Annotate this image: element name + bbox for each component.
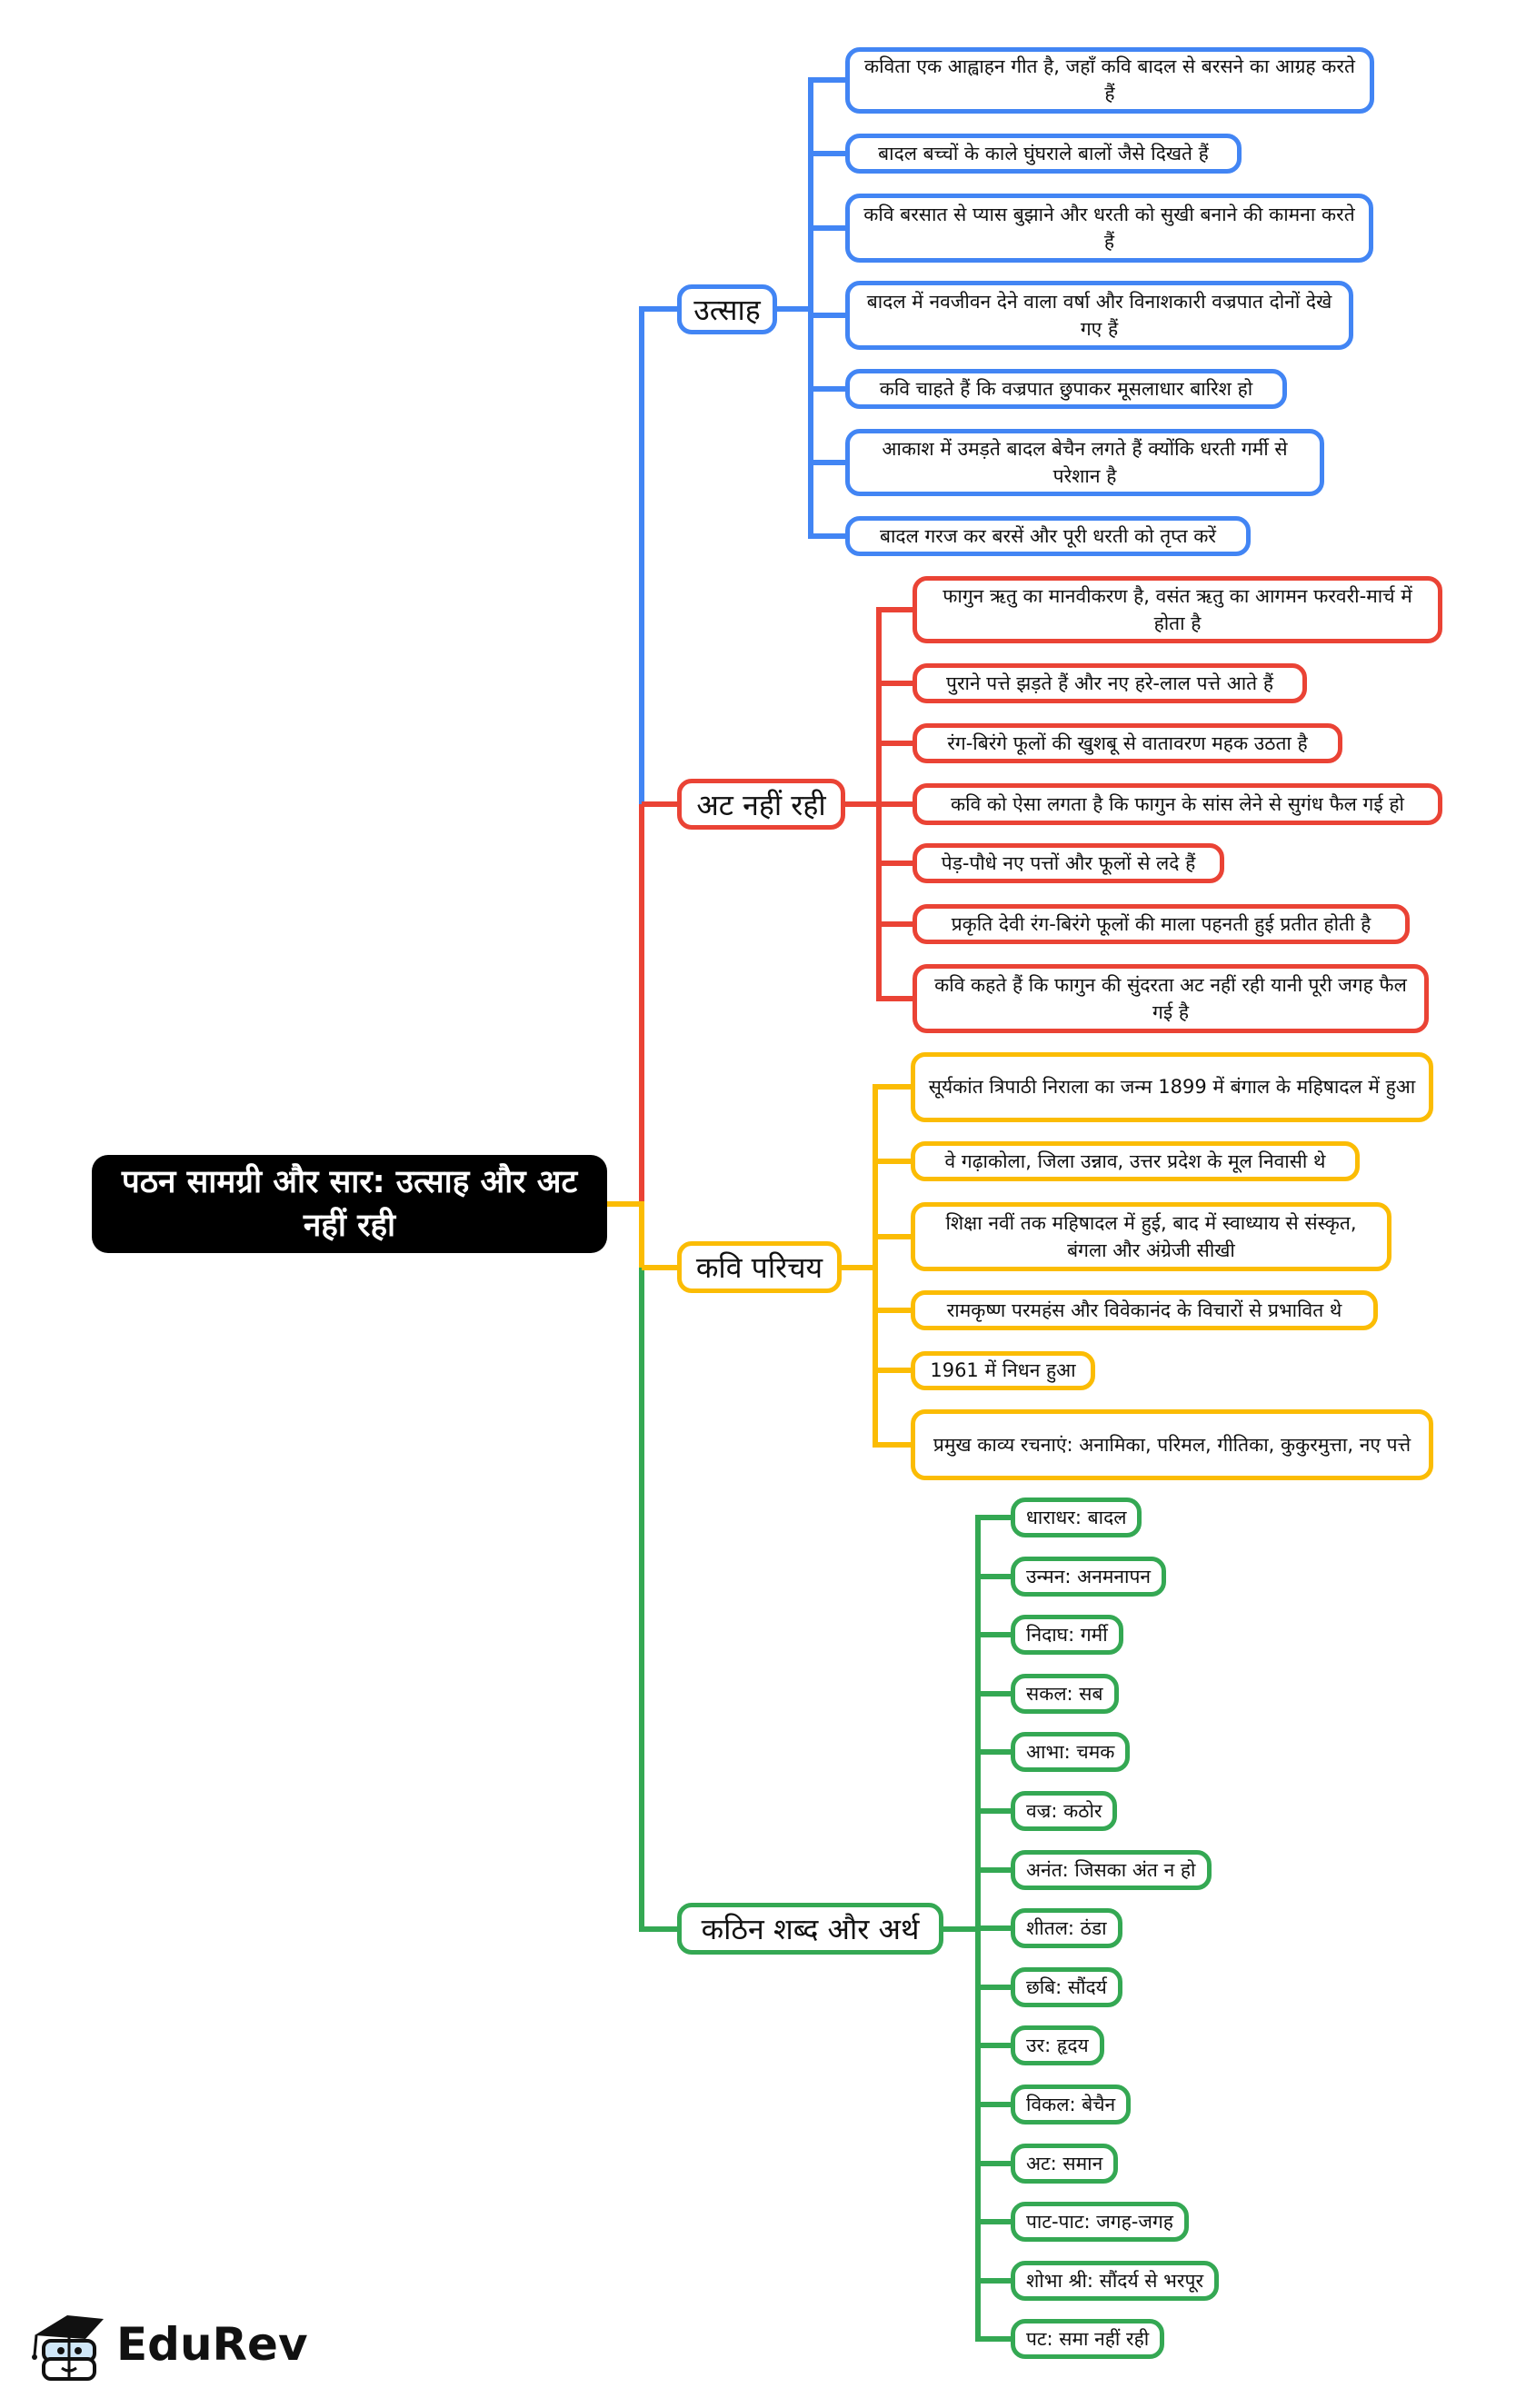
leaf-node: पुराने पत्ते झड़ते हैं और नए हरे-लाल पत्… <box>913 663 1307 703</box>
leaf-node: आकाश में उमड़ते बादल बेचैन लगते हैं क्यो… <box>845 429 1324 496</box>
leaf-text: कवि को ऐसा लगता है कि फागुन के सांस लेने… <box>951 793 1404 815</box>
leaf-text: शिक्षा नवीं तक महिषादल में हुई, बाद में … <box>945 1212 1357 1261</box>
root-node: पठन सामग्री और सार: उत्साह और अट नहीं रह… <box>92 1155 607 1253</box>
leaf-node: शोभा श्री: सौंदर्य से भरपूर <box>1011 2261 1220 2301</box>
leaf-text: बादल बच्चों के काले घुंघराले बालों जैसे … <box>878 143 1209 164</box>
leaf-node: 1961 में निधन हुआ <box>911 1350 1095 1390</box>
leaf-node: रंग-बिरंगे फूलों की खुशबू से वातावरण महक… <box>913 723 1342 763</box>
branch-node-at-nahi-rahi: अट नहीं रही <box>677 779 845 830</box>
leaf-node: वज्र: कठोर <box>1011 1791 1118 1831</box>
leaf-node: अट: समान <box>1011 2144 1119 2184</box>
branch-label: उत्साह <box>693 293 761 327</box>
leaf-node: वे गढ़ाकोला, जिला उन्नाव, उत्तर प्रदेश क… <box>911 1141 1360 1181</box>
leaf-text: कवि कहते हैं कि फागुन की सुंदरता अट नहीं… <box>934 974 1407 1023</box>
leaf-text: सकल: सब <box>1026 1683 1103 1705</box>
leaf-text: उर: हृदय <box>1026 2035 1089 2056</box>
leaf-node: आभा: चमक <box>1011 1732 1131 1772</box>
root-title: पठन सामग्री और सार: उत्साह और अट नहीं रह… <box>121 1164 578 1244</box>
branch-node-kathin-shabd: कठिन शब्द और अर्थ <box>677 1903 943 1955</box>
branch-label: कवि परिचय <box>695 1250 823 1285</box>
branch-node-utsah: उत्साह <box>677 284 777 334</box>
leaf-text: रामकृष्ण परमहंस और विवेकानंद के विचारों … <box>946 1299 1342 1321</box>
leaf-text: आभा: चमक <box>1026 1741 1115 1763</box>
leaf-node: विकल: बेचैन <box>1011 2085 1132 2124</box>
leaf-text: पुराने पत्ते झड़ते हैं और नए हरे-लाल पत्… <box>946 672 1273 694</box>
leaf-text: शोभा श्री: सौंदर्य से भरपूर <box>1026 2270 1204 2292</box>
leaf-text: कवि बरसात से प्यास बुझाने और धरती को सुख… <box>863 204 1355 253</box>
leaf-node: अनंत: जिसका अंत न हो <box>1011 1850 1212 1890</box>
branch-label: कठिन शब्द और अर्थ <box>701 1912 920 1946</box>
leaf-text: वज्र: कठोर <box>1026 1800 1102 1822</box>
leaf-text: विकल: बेचैन <box>1026 2094 1116 2115</box>
leaf-text: फागुन ऋतु का मानवीकरण है, वसंत ऋतु का आग… <box>943 585 1412 634</box>
branch-label: अट नहीं रही <box>696 787 826 822</box>
leaf-node: कविता एक आह्वाहन गीत है, जहाँ कवि बादल स… <box>845 46 1374 114</box>
leaf-node: कवि बरसात से प्यास बुझाने और धरती को सुख… <box>845 194 1373 263</box>
leaf-text: शीतल: ठंडा <box>1026 1917 1107 1939</box>
leaf-text: छबि: सौंदर्य <box>1026 1976 1107 1998</box>
leaf-node: प्रमुख काव्य रचनाएं: अनामिका, परिमल, गीत… <box>911 1409 1433 1480</box>
leaf-text: पेड़-पौधे नए पत्तों और फूलों से लदे हैं <box>941 852 1196 874</box>
leaf-text: कविता एक आह्वाहन गीत है, जहाँ कवि बादल स… <box>864 55 1355 104</box>
leaf-text: निदाघ: गर्मी <box>1026 1624 1108 1646</box>
edurev-mascot-icon <box>32 2315 104 2381</box>
leaf-text: पट: समा नहीं रही <box>1026 2328 1150 2350</box>
leaf-node: पट: समा नहीं रही <box>1011 2319 1165 2359</box>
leaf-text: कवि चाहते हैं कि वज्रपात छुपाकर मूसलाधार… <box>879 378 1253 400</box>
leaf-text: अनंत: जिसका अंत न हो <box>1026 1859 1196 1881</box>
leaf-node: सूर्यकांत त्रिपाठी निराला का जन्म 1899 म… <box>911 1051 1433 1122</box>
edurev-logo: EduRev <box>31 2308 308 2381</box>
leaf-node: कवि कहते हैं कि फागुन की सुंदरता अट नहीं… <box>913 964 1429 1033</box>
leaf-text: 1961 में निधन हुआ <box>930 1359 1076 1381</box>
leaf-text: अट: समान <box>1026 2153 1103 2174</box>
leaf-text: प्रकृति देवी रंग-बिरंगे फूलों की माला पह… <box>951 913 1371 935</box>
leaf-node: पाट-पाट: जगह-जगह <box>1011 2202 1189 2242</box>
leaf-node: छबि: सौंदर्य <box>1011 1967 1122 2007</box>
leaf-node: उर: हृदय <box>1011 2025 1104 2065</box>
leaf-node: बादल में नवजीवन देने वाला वर्षा और विनाश… <box>845 281 1353 350</box>
leaf-node: सकल: सब <box>1011 1674 1119 1714</box>
leaf-node: धाराधर: बादल <box>1011 1498 1142 1537</box>
leaf-node: फागुन ऋतु का मानवीकरण है, वसंत ऋतु का आग… <box>913 576 1442 643</box>
leaf-node: कवि को ऐसा लगता है कि फागुन के सांस लेने… <box>913 783 1442 825</box>
leaf-text: प्रमुख काव्य रचनाएं: अनामिका, परिमल, गीत… <box>933 1434 1411 1456</box>
leaf-text: धाराधर: बादल <box>1026 1507 1127 1528</box>
leaf-text: सूर्यकांत त्रिपाठी निराला का जन्म 1899 म… <box>928 1076 1416 1098</box>
leaf-node: प्रकृति देवी रंग-बिरंगे फूलों की माला पह… <box>913 904 1410 944</box>
leaf-text: बादल गरज कर बरसें और पूरी धरती को तृप्त … <box>879 525 1216 547</box>
leaf-node: उन्मन: अनमनापन <box>1011 1557 1167 1597</box>
leaf-node: कवि चाहते हैं कि वज्रपात छुपाकर मूसलाधार… <box>845 369 1287 409</box>
leaf-text: उन्मन: अनमनापन <box>1026 1566 1152 1587</box>
leaf-node: बादल गरज कर बरसें और पूरी धरती को तृप्त … <box>845 516 1251 556</box>
leaf-node: बादल बच्चों के काले घुंघराले बालों जैसे … <box>845 134 1242 174</box>
leaf-node: शिक्षा नवीं तक महिषादल में हुई, बाद में … <box>911 1202 1391 1271</box>
leaf-text: रंग-बिरंगे फूलों की खुशबू से वातावरण महक… <box>947 732 1308 754</box>
branch-node-kavi-parichay: कवि परिचय <box>677 1241 842 1293</box>
leaf-node: निदाघ: गर्मी <box>1011 1615 1123 1655</box>
leaf-text: आकाश में उमड़ते बादल बेचैन लगते हैं क्यो… <box>882 438 1288 487</box>
leaf-node: पेड़-पौधे नए पत्तों और फूलों से लदे हैं <box>913 843 1224 883</box>
leaf-text: वे गढ़ाकोला, जिला उन्नाव, उत्तर प्रदेश क… <box>944 1150 1326 1172</box>
leaf-text: बादल में नवजीवन देने वाला वर्षा और विनाश… <box>866 291 1332 340</box>
leaf-node: शीतल: ठंडा <box>1011 1908 1122 1948</box>
leaf-node: रामकृष्ण परमहंस और विवेकानंद के विचारों … <box>911 1290 1378 1330</box>
leaf-text: पाट-पाट: जगह-जगह <box>1026 2211 1173 2233</box>
logo-text: EduRev <box>116 2318 308 2371</box>
